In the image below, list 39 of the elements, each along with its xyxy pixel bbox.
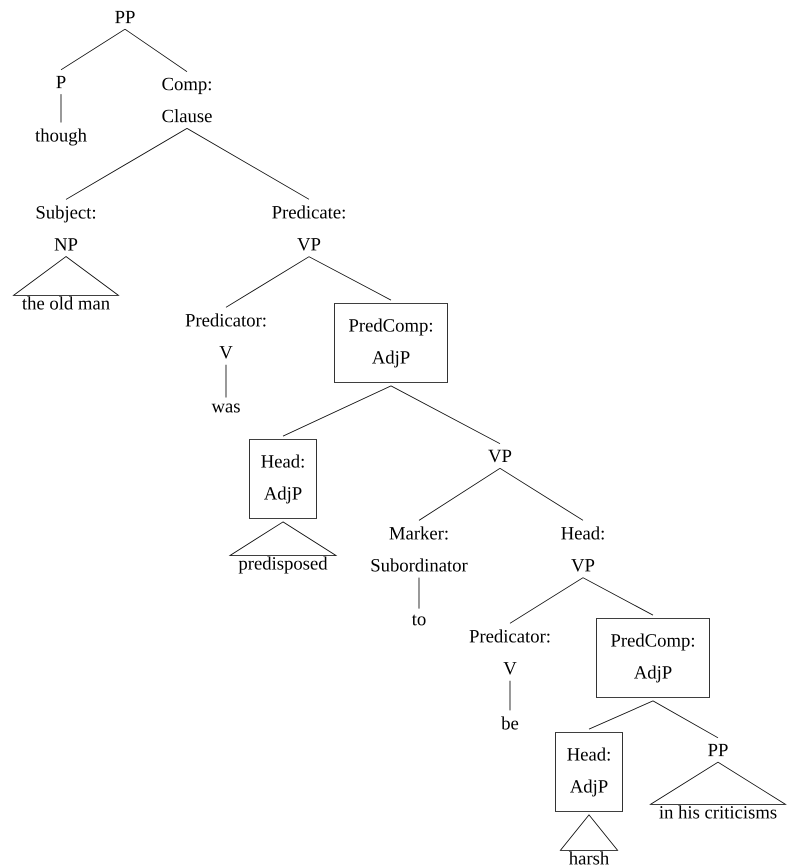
tree-node-label: Marker: Subordinator [372, 526, 468, 572]
tree-node-label: Head: VP [561, 526, 604, 572]
leaf-word: be [501, 716, 518, 730]
branch-line [60, 28, 126, 70]
branch-line [582, 577, 654, 616]
tree-node-label: Predicate: VP [272, 205, 345, 251]
leaf-word: the old man [22, 296, 110, 310]
boxed-node: Head: AdjP [555, 732, 623, 812]
branch-line [226, 256, 310, 308]
tree-node-label: PP [115, 10, 135, 24]
branch-line [510, 577, 584, 624]
boxed-node: PredComp: AdjP [596, 618, 710, 698]
leaf-word: though [35, 128, 87, 146]
branch-line [66, 128, 188, 200]
branch-line [418, 577, 420, 609]
leaf-word: predisposed [238, 556, 328, 574]
leaf-word: harsh [568, 851, 609, 865]
leaf-word: to [412, 614, 426, 626]
branch-line [418, 468, 500, 521]
tree-node-label: Comp: Clause [162, 78, 212, 122]
tree-node-label: PP [708, 744, 728, 756]
tree-node-label: Subject: NP [36, 206, 96, 250]
tree-node-label: P [56, 76, 66, 88]
tree-node-label: Predicator: V [470, 629, 550, 675]
boxed-node: PredComp: AdjP [334, 303, 448, 383]
leaf-word: was [212, 404, 240, 412]
branch-line [124, 28, 188, 72]
branch-line [390, 386, 500, 444]
branch-line [500, 468, 584, 521]
tree-node-label: Predicator: V [186, 313, 266, 359]
branch-line [282, 386, 392, 436]
branch-line [308, 256, 392, 300]
boxed-node: Head: AdjP [249, 439, 317, 519]
branch-line [60, 94, 62, 123]
tree-node-label: VP [488, 450, 512, 462]
leaf-word: in his criticisms [659, 805, 776, 819]
branch-line [588, 700, 654, 730]
branch-line [186, 128, 310, 200]
branch-line [652, 700, 718, 738]
